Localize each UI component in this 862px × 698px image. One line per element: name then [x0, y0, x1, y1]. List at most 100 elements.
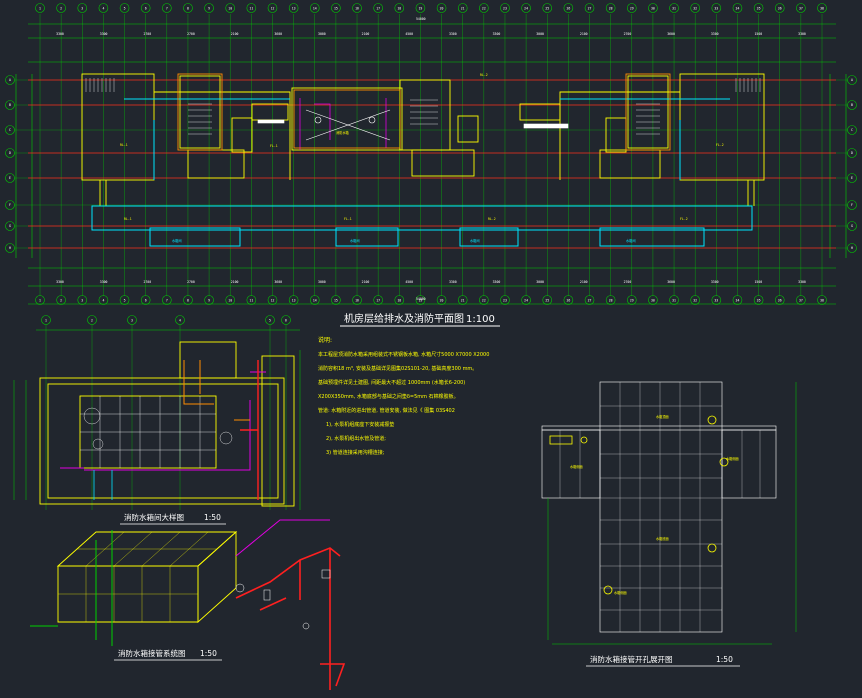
grid-bubble-top: [500, 3, 510, 13]
grid-number-bottom: 1: [39, 299, 41, 303]
grid-number-bottom: 21: [461, 299, 465, 303]
hole-label: 水箱侧面: [614, 590, 627, 595]
grid-bubble-top: [605, 3, 616, 13]
grid-letter-right: E: [851, 176, 853, 180]
grid-bubble-top: [521, 3, 531, 13]
hole-layout-labels: 水箱顶面 水箱侧面 水箱底面 水箱侧面 水箱侧面: [570, 414, 739, 595]
dimension-value: 3000: [318, 32, 326, 36]
grid-bubble-top: [98, 3, 109, 13]
grid-number-bottom: 36: [778, 299, 782, 303]
dimension-value: 3000: [536, 280, 544, 284]
dimension-value: 3300: [711, 32, 719, 36]
grid-bubble-bottom: [373, 295, 383, 305]
grid-bubble-top: [774, 3, 785, 13]
grid-bubble-bottom: [457, 295, 468, 305]
dimension-value: 3300: [56, 280, 64, 284]
tank-room-pipes-red: [240, 360, 259, 500]
grid-bubble-bottom: [774, 295, 785, 305]
tank-room-scale: 1:50: [204, 513, 221, 522]
hole-label: 水箱侧面: [570, 464, 583, 469]
grid-bubble-top: [457, 3, 468, 13]
hole-layout-scale: 1:50: [716, 655, 733, 664]
notes-line: 本工程屋顶消防水箱采用组装式不锈钢板水箱, 水箱尺寸5000 X7000 X20…: [318, 351, 489, 358]
grid-bubble-top: [56, 3, 66, 13]
grid-bubble-top: [732, 3, 743, 13]
grid-number-bottom: 22: [482, 299, 486, 303]
roof-label: RL-2: [488, 217, 496, 221]
dimension-value: 2700: [143, 32, 151, 36]
grid-letter-left: C: [9, 128, 11, 132]
roof-label: FL-1: [344, 217, 352, 221]
grid-letter-right: F: [851, 203, 853, 207]
grid-bubble-bottom: [331, 295, 341, 305]
grid-number-top: 16: [355, 7, 359, 11]
grid-number-bottom: 34: [736, 299, 740, 303]
grid-number-bottom: 25: [545, 299, 549, 303]
dimension-value: 3000: [536, 32, 544, 36]
dimension-value: 2100: [231, 280, 239, 284]
grid-bubble-bottom: [626, 295, 637, 305]
dimension-value: 3300: [798, 280, 806, 284]
grid-number-top: 30: [651, 7, 655, 11]
hole-layout-grid: [559, 382, 761, 632]
grid-number-top: 19: [419, 7, 423, 11]
grid-bubble-bottom: [98, 295, 109, 305]
dimension-value: 3600: [274, 280, 282, 284]
grid-number-top: 27: [588, 7, 592, 11]
tank-grid-number: 6: [285, 319, 287, 323]
grid-letter-left: F: [9, 203, 11, 207]
grid-bubble-top: [648, 3, 658, 13]
grid-bubble-top: [162, 3, 172, 13]
tank-grid-bubble: [127, 315, 137, 325]
notes-line: 1), 水泵机组底座下安装减振垫: [326, 421, 394, 428]
tank-grid-number: 5: [269, 319, 271, 323]
grid-bubble-right: [847, 75, 857, 85]
plan-room-frames: [177, 73, 671, 151]
grid-number-bottom: 23: [503, 299, 507, 303]
dimension-value: 3300: [493, 32, 501, 36]
grid-bubble-top: [479, 3, 489, 13]
tank-panel-grid: [80, 396, 233, 468]
grid-bubble-bottom: [605, 295, 616, 305]
grid-bubble-bottom: [309, 295, 320, 305]
notes-line: 管道: 水箱附近的进出管道, 管道安装, 做法见《 图集 03S402: [318, 407, 455, 414]
dimension-value: 2700: [624, 32, 632, 36]
grid-number-bottom: 4: [102, 299, 104, 303]
grid-number-top: 28: [609, 7, 613, 11]
hole-layout-outline: [541, 381, 777, 633]
grid-number-bottom: 32: [693, 299, 697, 303]
grid-number-bottom: 17: [376, 299, 380, 303]
top-dimension-lines: [15, 23, 847, 305]
grid-number-top: 33: [714, 7, 718, 11]
grid-bubble-top: [711, 3, 722, 13]
notes-line: 基础预埋件详见土建图, 间距最大不超过 1000mm (水箱长6-200): [318, 379, 465, 386]
grid-number-top: 3: [81, 7, 83, 11]
dimension-value: 2700: [187, 32, 195, 36]
dimension-value: 3300: [449, 280, 457, 284]
grid-number-top: 5: [124, 7, 126, 11]
grid-bubble-left: [5, 173, 15, 183]
tank-isometric: [56, 530, 238, 624]
roof-label: FL-1: [270, 144, 278, 148]
grid-bubble-top: [119, 3, 130, 13]
grid-bubble-top: [288, 3, 299, 13]
grid-number-bottom: 31: [672, 299, 676, 303]
grid-number-top: 1: [39, 7, 41, 11]
grid-number-top: 26: [566, 7, 570, 11]
grid-bubble-top: [225, 3, 236, 13]
grid-bubble-bottom: [479, 295, 489, 305]
grid-letter-left: D: [9, 151, 11, 155]
tank-grid-number: 4: [179, 319, 181, 323]
pipe-system-scale: 1:50: [200, 649, 217, 658]
grid-number-bottom: 33: [714, 299, 718, 303]
grid-number-top: 2: [60, 7, 62, 11]
grid-number-top: 7: [166, 7, 168, 11]
iso-valves: [235, 569, 331, 630]
grid-number-top: 31: [672, 7, 676, 11]
grid-bubble-bottom: [563, 295, 574, 305]
plan-pipes: [299, 98, 387, 150]
dimension-value: 4500: [405, 280, 413, 284]
grid-bubble-top: [267, 3, 278, 13]
